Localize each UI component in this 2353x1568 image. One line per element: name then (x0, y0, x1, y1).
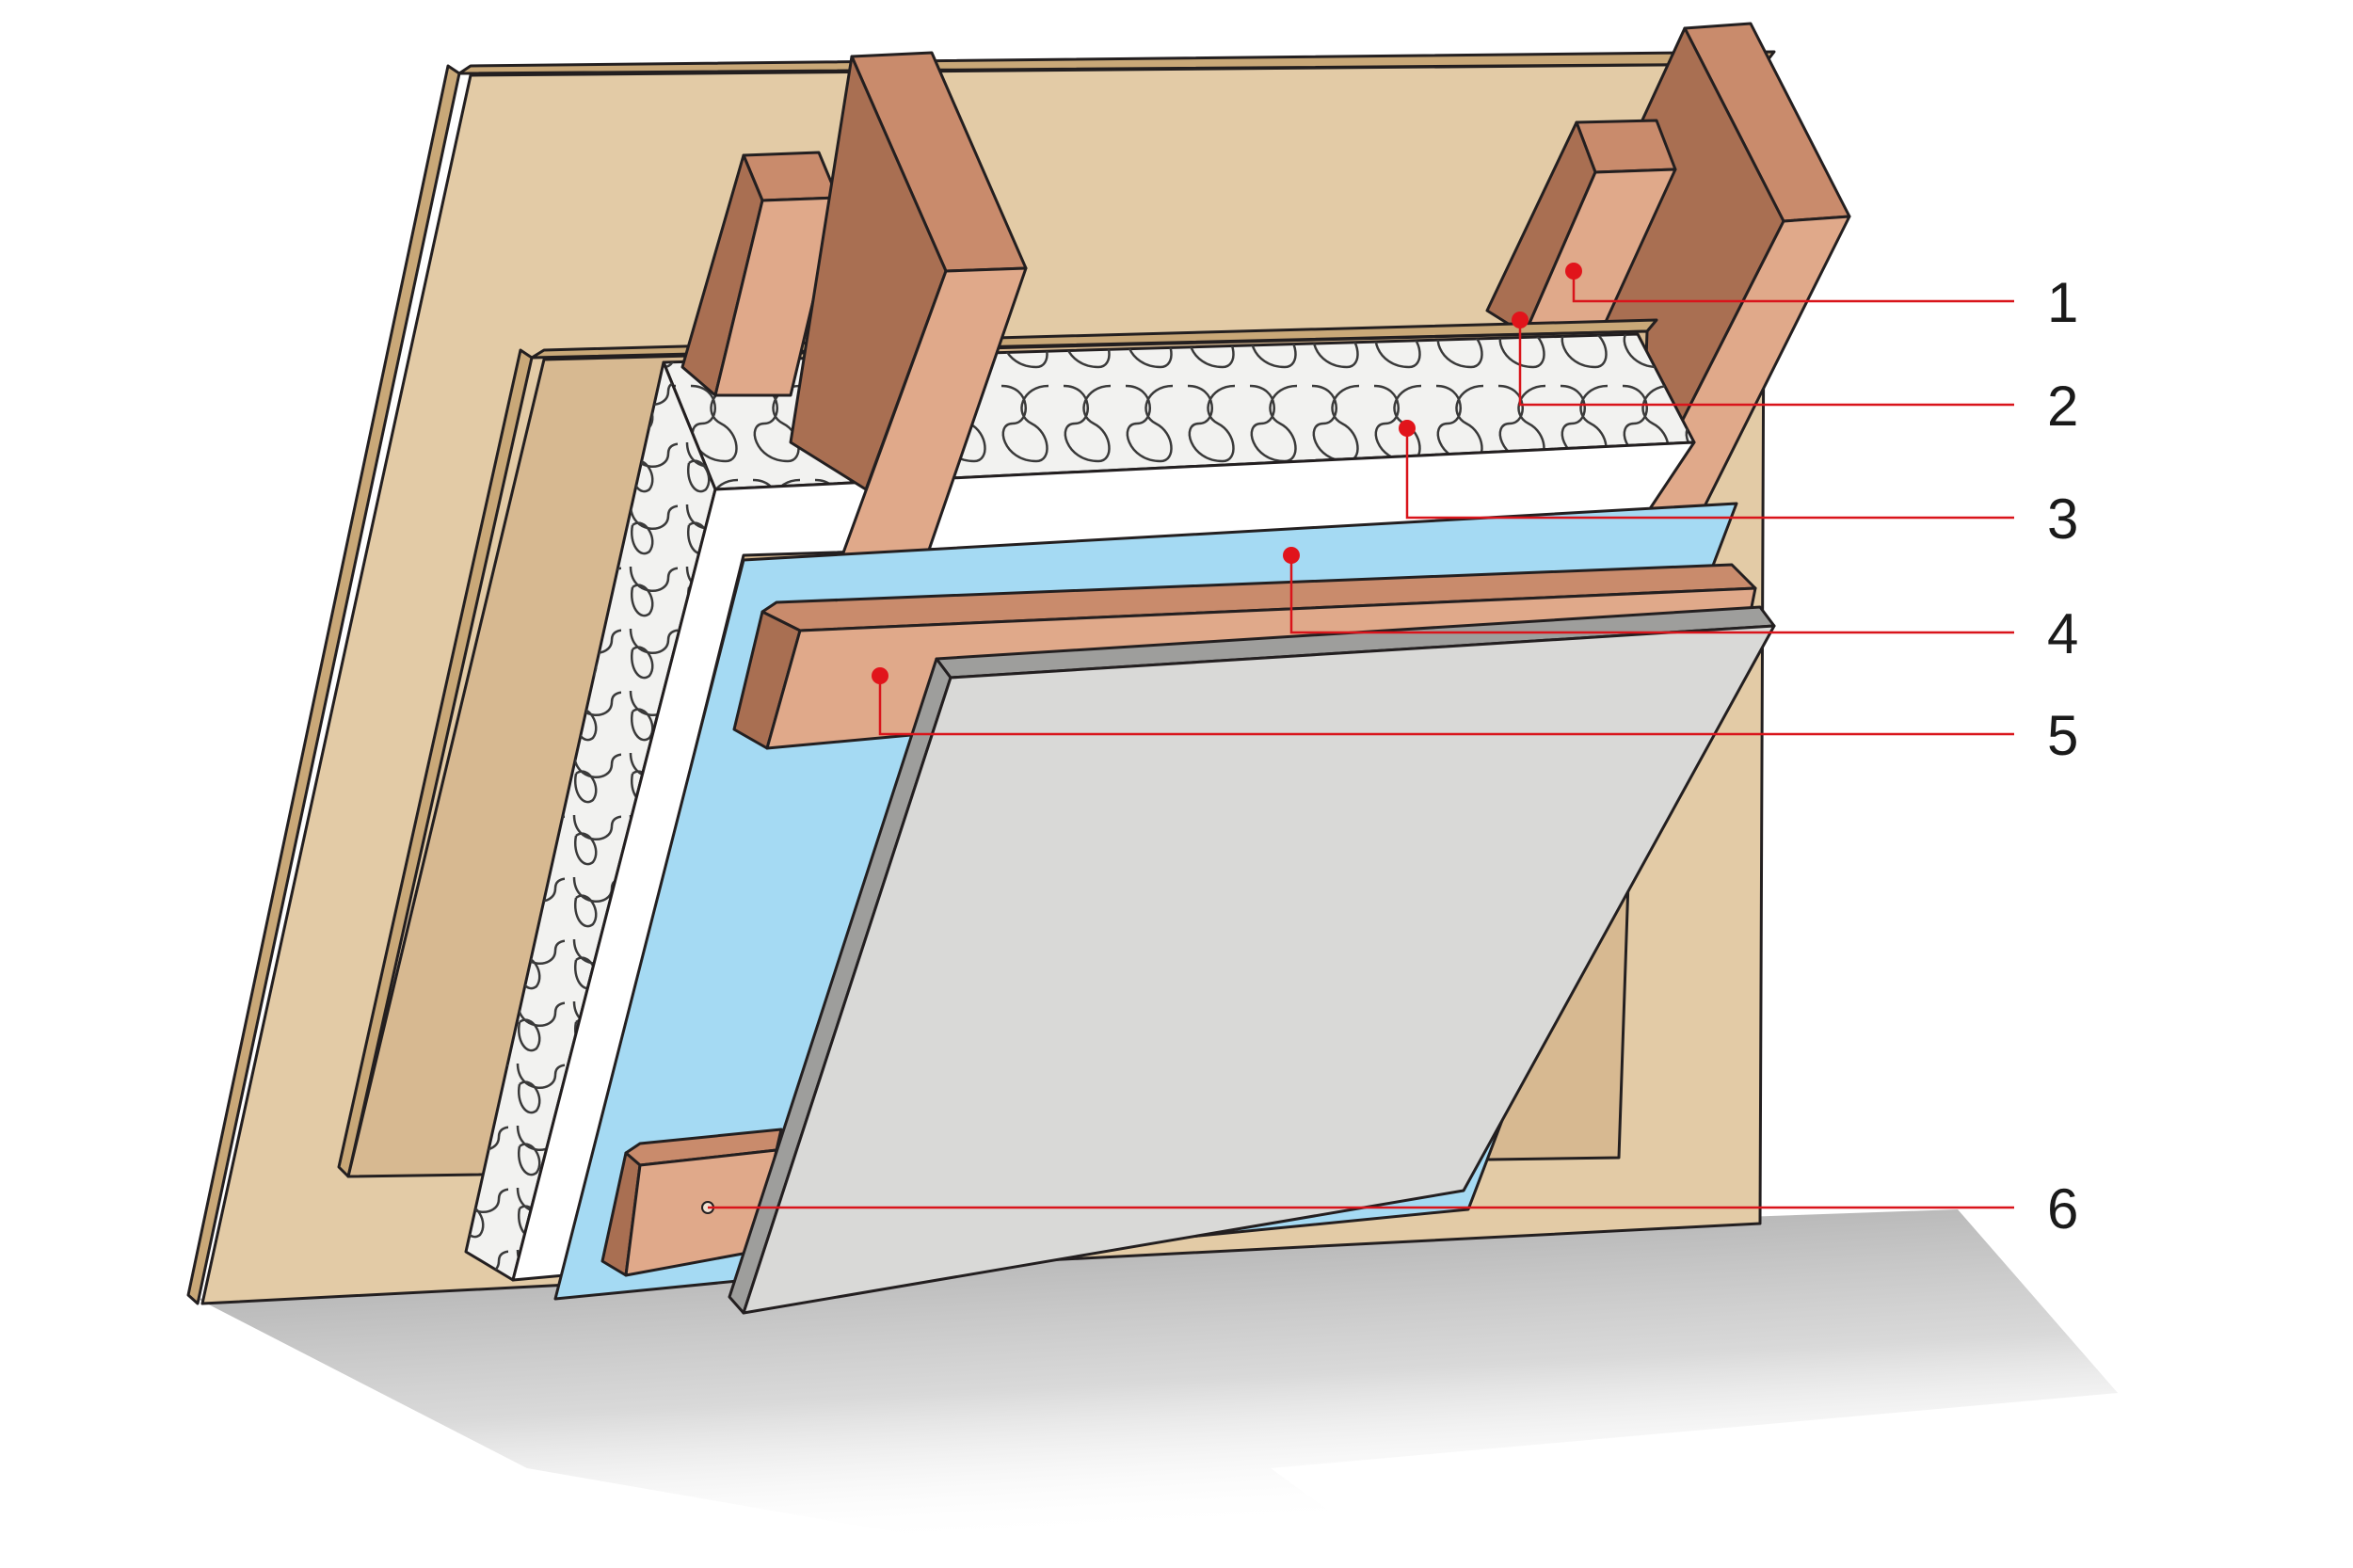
leader-line-3 (1405, 428, 2014, 520)
plasterboard (728, 605, 1776, 1315)
leader-dot-3 (1399, 420, 1416, 437)
callout-number-1: 1 (2047, 271, 2078, 334)
callout-number-4: 4 (2047, 602, 2078, 665)
leader-line-4 (1289, 555, 2014, 634)
leader-dot-2 (1512, 312, 1529, 328)
leader-dot-4 (1283, 547, 1300, 564)
leader-line-1 (1572, 271, 2014, 303)
callout-number-2: 2 (2047, 375, 2078, 438)
callout-number-5: 5 (2047, 704, 2078, 767)
leader-dot-1 (1565, 263, 1582, 280)
callout-number-3: 3 (2047, 488, 2078, 551)
leader-line-5 (878, 676, 2014, 736)
leader-line-2 (1518, 320, 2014, 407)
leader-lines (708, 263, 2014, 1209)
batten-bottom (600, 1128, 783, 1277)
ground-shadow (198, 1209, 2118, 1553)
leader-dot-5 (872, 667, 888, 684)
callout-numbers: 1 2 3 4 5 6 (2047, 271, 2078, 1240)
rafter-left (680, 51, 1028, 557)
callout-number-6: 6 (2047, 1177, 2078, 1240)
